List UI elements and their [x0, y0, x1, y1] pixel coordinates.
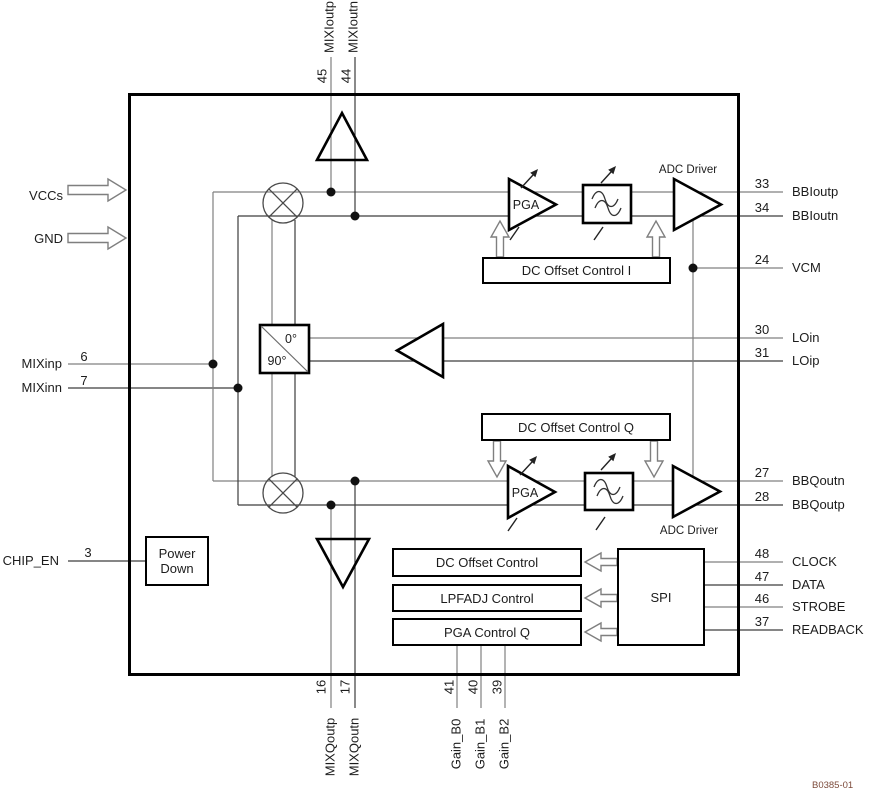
pin-label-mixioutp: MIXIoutp [321, 0, 337, 54]
pin-number-mixqoutp: 16 [313, 679, 329, 695]
pin-label-chip-en: CHIP_EN [2, 553, 59, 568]
pga-control-q-block: PGA Control Q [392, 618, 582, 646]
dc-offset-control-i-block: DC Offset Control I [482, 257, 671, 284]
dc-offset-control-q-block: DC Offset Control Q [481, 413, 671, 441]
spi-arrow-dc-offset [583, 551, 618, 573]
pga-i-variable-arrow [509, 169, 538, 241]
lpf-i-wave-icon [591, 190, 622, 217]
pin-number-chip-en: 3 [84, 545, 92, 560]
gnd-arrow-icon [67, 225, 128, 251]
pin-number-mixinn: 7 [80, 373, 88, 388]
lpf-q-variable-arrow [595, 453, 616, 531]
mixer-q-icon [262, 472, 304, 514]
dc-offset-q-down-arrow-2 [643, 440, 665, 479]
dc-offset-control-q-label: DC Offset Control Q [517, 419, 635, 435]
pin-number: 24 [754, 252, 770, 267]
dc-offset-control-block: DC Offset Control [392, 548, 582, 577]
pin-number: 33 [754, 176, 770, 191]
pin-number: 48 [754, 546, 770, 561]
power-down-block: Power Down [145, 536, 209, 586]
lo-buffer-triangle [394, 321, 445, 380]
pga-q-variable-arrow [507, 456, 537, 532]
spi-label: SPI [650, 589, 672, 605]
lpf-q-wave-icon [593, 478, 624, 505]
lpf-i-variable-arrow [593, 166, 616, 241]
phase-0-label: 0° [285, 332, 297, 346]
mixqout-buffer-triangle [314, 537, 372, 590]
dc-offset-control-i-label: DC Offset Control I [521, 263, 632, 278]
pga-control-q-label: PGA Control Q [444, 624, 530, 640]
power-down-label: Power Down [158, 546, 196, 576]
pin-label-gnd: GND [34, 231, 63, 246]
pin-label-mixqoutp: MIXQoutp [322, 717, 338, 777]
pin-label-gain-b0: Gain_B0 [448, 718, 464, 770]
pin-number: 28 [754, 489, 770, 504]
pin-number: 30 [754, 322, 770, 337]
pin-label: LOip [792, 353, 820, 368]
spi-arrow-lpfadj [583, 587, 618, 609]
chip-outline [128, 93, 740, 676]
pin-label-mixqoutn: MIXQoutn [346, 717, 362, 777]
pin-label-gain-b2: Gain_B2 [496, 718, 512, 770]
dc-offset-i-up-arrow-1 [489, 219, 511, 258]
phase-90-label: 90° [267, 354, 287, 368]
pin-label: BBIoutp [792, 184, 839, 199]
pga-q-triangle [506, 463, 558, 521]
pin-number-mixioutn: 44 [338, 68, 354, 84]
dc-offset-i-up-arrow-2 [645, 219, 667, 258]
lpfadj-control-block: LPFADJ Control [392, 584, 582, 612]
pin-number-gain-b0: 41 [441, 679, 457, 695]
pga-i-label: PGA [512, 198, 540, 212]
pin-label: STROBE [792, 599, 846, 614]
pin-label: LOin [792, 330, 820, 345]
pin-number: 34 [754, 200, 770, 215]
pin-label: BBQoutn [792, 473, 845, 488]
pin-label-mixioutn: MIXIoutn [345, 0, 361, 54]
pin-label-mixinp: MIXinp [21, 356, 62, 371]
pin-number-mixqoutn: 17 [337, 679, 353, 695]
pga-q-label: PGA [511, 486, 539, 500]
pin-number: 31 [754, 345, 770, 360]
pin-number: 46 [754, 591, 770, 606]
pga-i-triangle [507, 176, 559, 233]
phase-splitter-diagonal [260, 325, 309, 373]
pin-label: BBIoutn [792, 208, 839, 223]
pin-number-mixioutp: 45 [314, 68, 330, 84]
pin-label: VCM [792, 260, 821, 275]
pin-number: 27 [754, 465, 770, 480]
pin-label: BBQoutp [792, 497, 845, 512]
pin-label-vccs: VCCs [29, 188, 63, 203]
figure-code: B0385-01 [812, 780, 854, 791]
dc-offset-control-label: DC Offset Control [435, 555, 539, 570]
signal-lines [68, 57, 783, 708]
adc-driver-i-label: ADC Driver [658, 164, 718, 176]
adc-driver-i-triangle [672, 176, 724, 233]
pin-label-mixinn: MIXinn [21, 380, 62, 395]
pin-number-gain-b2: 39 [489, 679, 505, 695]
pin-number: 47 [754, 569, 770, 584]
adc-driver-q-label: ADC Driver [659, 525, 719, 537]
vccs-arrow-icon [67, 177, 128, 203]
dc-offset-q-down-arrow-1 [486, 440, 508, 479]
pin-label: CLOCK [792, 554, 837, 569]
spi-arrow-pga-ctrl [583, 621, 618, 643]
lpfadj-control-label: LPFADJ Control [440, 590, 534, 606]
pin-number: 37 [754, 614, 770, 629]
pin-label: READBACK [792, 622, 864, 637]
pin-number-mixinp: 6 [80, 349, 88, 364]
adc-driver-q-triangle [671, 463, 723, 520]
pin-number-gain-b1: 40 [465, 679, 481, 695]
pin-label: DATA [792, 577, 825, 592]
pin-label-gain-b1: Gain_B1 [472, 718, 488, 770]
mixer-i-icon [262, 182, 304, 224]
junction-dots [208, 187, 698, 510]
spi-block: SPI [617, 548, 705, 646]
mixiout-buffer-triangle [314, 110, 370, 162]
